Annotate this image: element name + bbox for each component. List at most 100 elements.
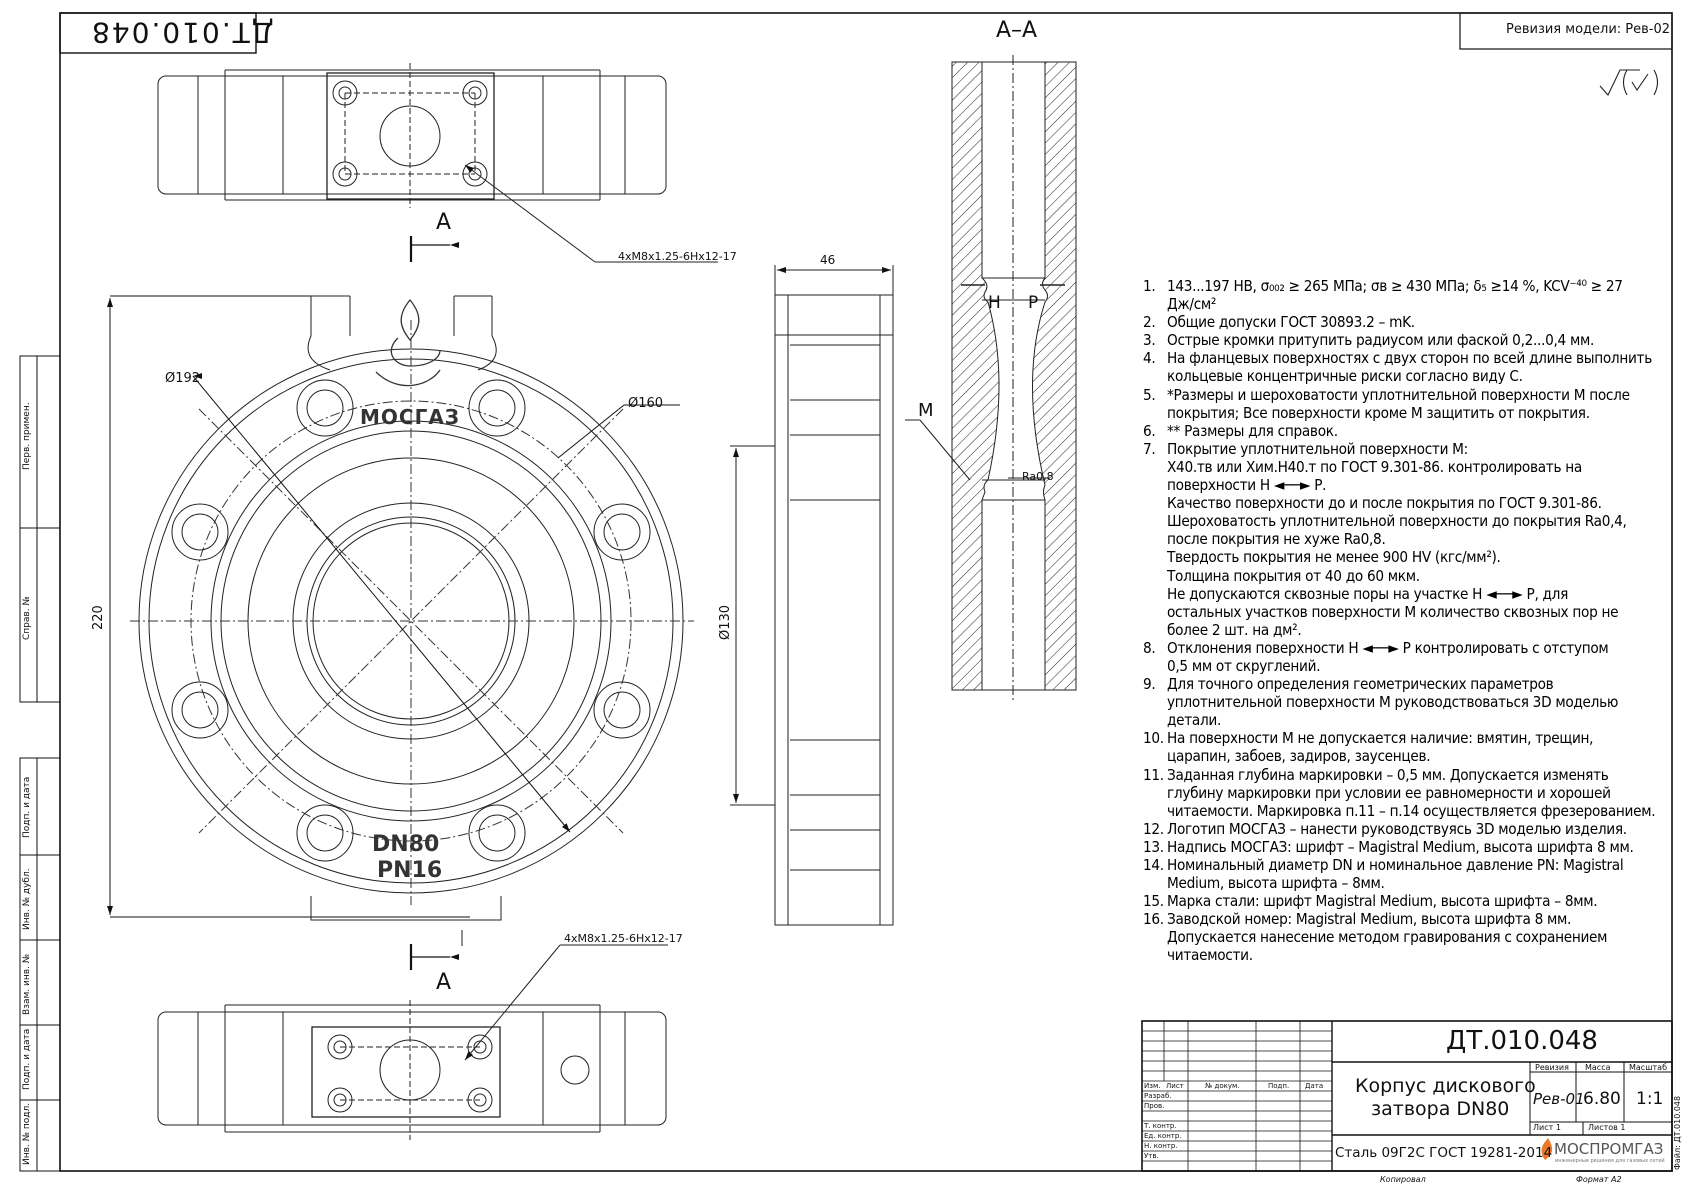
note-number: 1. <box>1143 277 1156 295</box>
note-item: 11.Заданная глубина маркировки – 0,5 мм.… <box>1143 766 1678 820</box>
title-block-grid <box>1141 1020 1673 1172</box>
note-line: Допускается нанесение методом гравирован… <box>1167 928 1608 947</box>
note-line: Х40.тв или Хим.Н40.т по ГОСТ 9.301-86. к… <box>1167 457 1582 476</box>
note-line: Отклонения поверхности Н ◄──► Р контроли… <box>1167 638 1609 657</box>
note-item: 3. Острые кромки притупить радиусом или ф… <box>1143 331 1678 349</box>
revision-box-label: Ревизия модели: Рев-02 <box>1506 22 1671 37</box>
note-line: Острые кромки притупить радиусом или фас… <box>1167 331 1595 350</box>
note-number: 4. <box>1143 349 1156 368</box>
section-marker-top-label: А <box>436 210 452 235</box>
note-line: ** Размеры для справок. <box>1167 421 1338 440</box>
note-item: 13.Надпись МОСГАЗ: шрифт – Magistral Med… <box>1143 838 1678 856</box>
tb-row-utv: Утв. <box>1144 1152 1159 1160</box>
note-line: Общие допуски ГОСТ 30893.2 – mK. <box>1167 313 1415 332</box>
note-line: Не допускаются сквозные поры на участке … <box>1167 584 1569 603</box>
note-number: 7. <box>1143 439 1156 458</box>
strip-label-4: Инв. № дубл. <box>22 868 32 930</box>
tb-hdr-list: Лист <box>1166 1082 1184 1090</box>
tb-scale: 1:1 <box>1636 1089 1664 1109</box>
note-line: читаемости. Маркировка п.11 – п.14 осуще… <box>1167 801 1656 820</box>
note-line: 0,5 мм от скруглений. <box>1167 656 1321 675</box>
tb-name-line1: Корпус дискового <box>1355 1075 1536 1097</box>
tb-name-line2: затвора DN80 <box>1371 1098 1510 1120</box>
sheet-frame <box>19 12 1673 1172</box>
note-line: Для точного определения геометрических п… <box>1167 675 1554 694</box>
dim-d130: Ø130 <box>718 604 733 640</box>
thread-callout-bottom: 4хМ8х1.25-6Нх12-17 <box>564 932 683 945</box>
note-line: Заданная глубина маркировки – 0,5 мм. До… <box>1167 765 1609 784</box>
note-line: Толщина покрытия от 40 до 60 мкм. <box>1167 566 1420 585</box>
note-line: царапин, забоев, задиров, заусенцев. <box>1167 747 1431 766</box>
note-item: 7.Покрытие уплотнительной поверхности М:… <box>1143 440 1678 639</box>
section-marker-bottom-label: А <box>436 970 452 995</box>
note-number: 6. <box>1143 421 1156 440</box>
strip-label-2: Справ. № <box>22 596 32 640</box>
note-item: 2. Общие допуски ГОСТ 30893.2 – mK. <box>1143 313 1678 331</box>
tb-col-mass: Масса <box>1585 1063 1611 1072</box>
note-item: 14.Номинальный диаметр DN и номинальное … <box>1143 856 1678 892</box>
note-line: поверхности Н ◄──► Р. <box>1167 476 1327 495</box>
tb-row-nkontr: Н. контр. <box>1144 1142 1178 1150</box>
tb-side-code: Файл: ДТ.010.048 <box>1673 1095 1682 1170</box>
strip-label-5: Взам. инв. № <box>22 953 32 1015</box>
note-item: 5.*Размеры и шероховатости уплотнительно… <box>1143 386 1678 422</box>
section-marker-bottom <box>409 944 459 970</box>
note-item: 16.Заводской номер: Magistral Medium, вы… <box>1143 910 1678 964</box>
tb-row-tkontr: Т. контр. <box>1144 1122 1177 1130</box>
tb-col-revision: Ревизия <box>1535 1063 1569 1072</box>
tb-designation: ДТ.010.048 <box>1446 1026 1598 1056</box>
note-line: Medium, высота шрифта – 8мм. <box>1167 874 1385 893</box>
note-number: 16. <box>1143 910 1164 929</box>
note-number: 9. <box>1143 675 1156 694</box>
strip-label-6: Подп. и дата <box>22 1028 32 1090</box>
tb-hdr-sign: Подп. <box>1268 1082 1290 1090</box>
tb-row-razrab: Разраб. <box>1144 1092 1172 1100</box>
note-line: более 2 шт. на дм². <box>1167 620 1302 639</box>
marking-dn: DN80 <box>372 832 440 857</box>
note-line: Надпись МОСГАЗ: шрифт – Magistral Medium… <box>1167 837 1634 856</box>
tb-company-sub: инженерные решения для газовых сетей <box>1555 1158 1665 1164</box>
marking-pn: PN16 <box>377 858 443 883</box>
section-marker-top <box>409 236 459 262</box>
top-view <box>157 63 718 263</box>
note-line: На поверхности М не допускается наличие:… <box>1167 729 1594 748</box>
company-logo-icon <box>1541 1138 1553 1160</box>
tb-hdr-date: Дата <box>1305 1082 1324 1090</box>
dim-d192: Ø192 <box>165 371 201 386</box>
note-line: Заводской номер: Magistral Medium, высот… <box>1167 910 1572 929</box>
note-number: 15. <box>1143 892 1164 911</box>
note-line: Марка стали: шрифт Magistral Medium, выс… <box>1167 892 1598 911</box>
note-line: Шероховатость уплотнительной поверхности… <box>1167 512 1627 531</box>
note-number: 8. <box>1143 638 1156 657</box>
note-line: Твердость покрытия не менее 900 HV (кгс/… <box>1167 548 1501 567</box>
tb-hdr-doc: № докум. <box>1205 1082 1240 1090</box>
tb-sheets: Листов 1 <box>1588 1123 1626 1132</box>
note-line: Логотип МОСГАЗ – нанести руководствуясь … <box>1167 819 1627 838</box>
bottom-view <box>157 944 668 1140</box>
note-line: Дж/см² <box>1167 295 1217 314</box>
note-number: 11. <box>1143 765 1164 784</box>
tb-material: Сталь 09Г2С ГОСТ 19281-2014 <box>1335 1145 1553 1161</box>
front-view <box>107 295 694 946</box>
note-item: 9. Для точного определения геометрических… <box>1143 675 1678 729</box>
note-number: 2. <box>1143 313 1156 332</box>
surface-label-p: Р <box>1028 293 1039 313</box>
note-item: 15.Марка стали: шрифт Magistral Medium, … <box>1143 892 1678 910</box>
side-view <box>730 265 894 926</box>
strip-label-3: Подп. и дата <box>22 776 32 838</box>
tb-copied: Копировал <box>1380 1175 1426 1184</box>
note-item: 10.На поверхности М не допускается налич… <box>1143 729 1678 765</box>
note-line: кольцевые концентричные риски согласно в… <box>1167 367 1523 386</box>
note-item: 4.На фланцевых поверхностях с двух сторо… <box>1143 349 1678 385</box>
dim-220: 220 <box>91 605 106 630</box>
note-number: 3. <box>1143 331 1156 350</box>
roughness-icon <box>1599 69 1659 96</box>
tb-company: МОСПРОМГАЗ <box>1554 1140 1664 1158</box>
note-line: Качество поверхности до и после покрытия… <box>1167 494 1602 513</box>
note-item: 8. Отклонения поверхности Н ◄──► Р контро… <box>1143 639 1678 675</box>
note-line: детали. <box>1167 711 1222 730</box>
tb-sheet: Лист 1 <box>1533 1123 1561 1132</box>
marking-logo-text: МОСГАЗ <box>360 405 461 429</box>
note-number: 12. <box>1143 819 1164 838</box>
